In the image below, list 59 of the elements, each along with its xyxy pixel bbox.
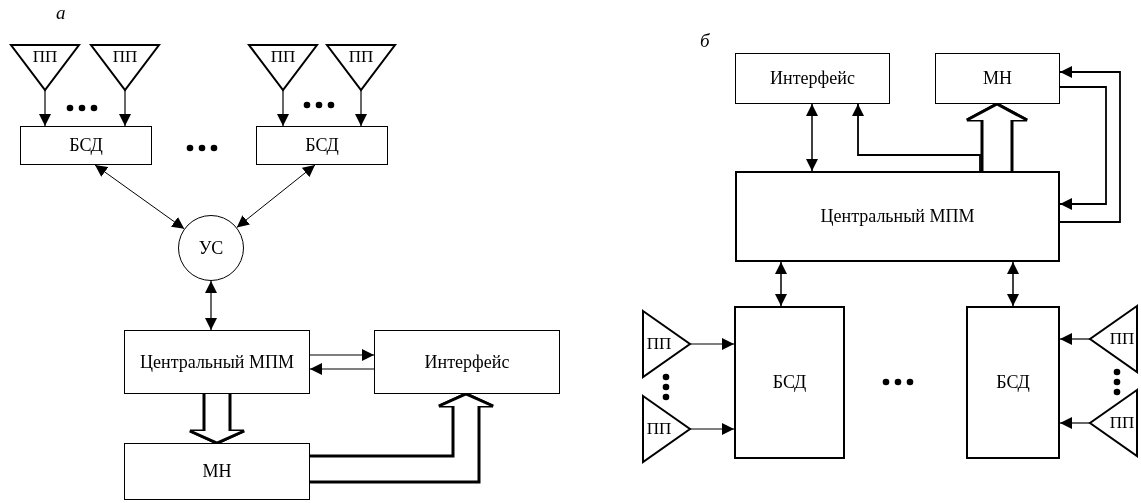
node-label: Центральный МПМ xyxy=(140,351,294,373)
node-label: БСД xyxy=(772,372,807,393)
block-box xyxy=(966,306,1060,459)
circle-node xyxy=(178,215,244,281)
arrow xyxy=(1059,417,1091,429)
arrow xyxy=(1059,66,1121,223)
arrow xyxy=(39,89,51,127)
arrow xyxy=(119,89,131,127)
block-box xyxy=(374,330,560,394)
arrow xyxy=(205,280,217,331)
sensor-triangle xyxy=(326,44,396,90)
block-box xyxy=(735,53,890,104)
arrow xyxy=(94,164,185,230)
panel-letter: б xyxy=(700,30,710,52)
block-box xyxy=(935,53,1060,104)
arrow xyxy=(1059,333,1091,345)
node-label: УС xyxy=(198,237,224,259)
arrow xyxy=(277,89,289,127)
arrow xyxy=(689,423,735,435)
sensor-triangle xyxy=(1090,305,1138,373)
arrow xyxy=(806,103,818,172)
arrow xyxy=(236,164,316,228)
block-box xyxy=(256,126,388,165)
node-label: ПП xyxy=(32,47,58,67)
sensor-triangle xyxy=(1090,389,1138,457)
arrow xyxy=(689,338,735,350)
block-box xyxy=(124,330,310,394)
block-box xyxy=(734,306,845,459)
block-box xyxy=(124,443,310,500)
arrow xyxy=(1007,261,1019,307)
sensor-triangle xyxy=(642,310,690,378)
node-label: БСД xyxy=(69,135,103,156)
arrow xyxy=(1059,86,1107,210)
node-label: БСД xyxy=(996,372,1030,393)
node-label: МН xyxy=(202,461,232,482)
node-label: ПП xyxy=(646,419,672,439)
node-label: Центральный МПМ xyxy=(820,206,975,227)
node-label: БСД xyxy=(305,135,339,156)
block-box xyxy=(735,171,1060,262)
node-label: ПП xyxy=(646,334,672,354)
sensor-triangle xyxy=(10,44,80,90)
sensor-triangle xyxy=(90,44,160,90)
node-label: ПП xyxy=(1109,329,1135,349)
node-label: ПП xyxy=(112,47,138,67)
sensor-triangle xyxy=(248,44,318,90)
arrow xyxy=(309,363,375,375)
node-label: Интерфейс xyxy=(424,351,510,373)
node-label: ПП xyxy=(1109,413,1135,433)
node-label: МН xyxy=(983,68,1012,89)
node-label: ПП xyxy=(348,47,374,67)
block-box xyxy=(20,126,152,165)
arrow xyxy=(775,261,787,307)
arrow xyxy=(355,89,367,127)
node-label: Интерфейс xyxy=(770,68,855,89)
panel-letter: а xyxy=(56,2,66,24)
node-label: ПП xyxy=(270,47,296,67)
sensor-triangle xyxy=(642,395,690,463)
arrow xyxy=(852,103,981,172)
arrow xyxy=(309,349,375,361)
